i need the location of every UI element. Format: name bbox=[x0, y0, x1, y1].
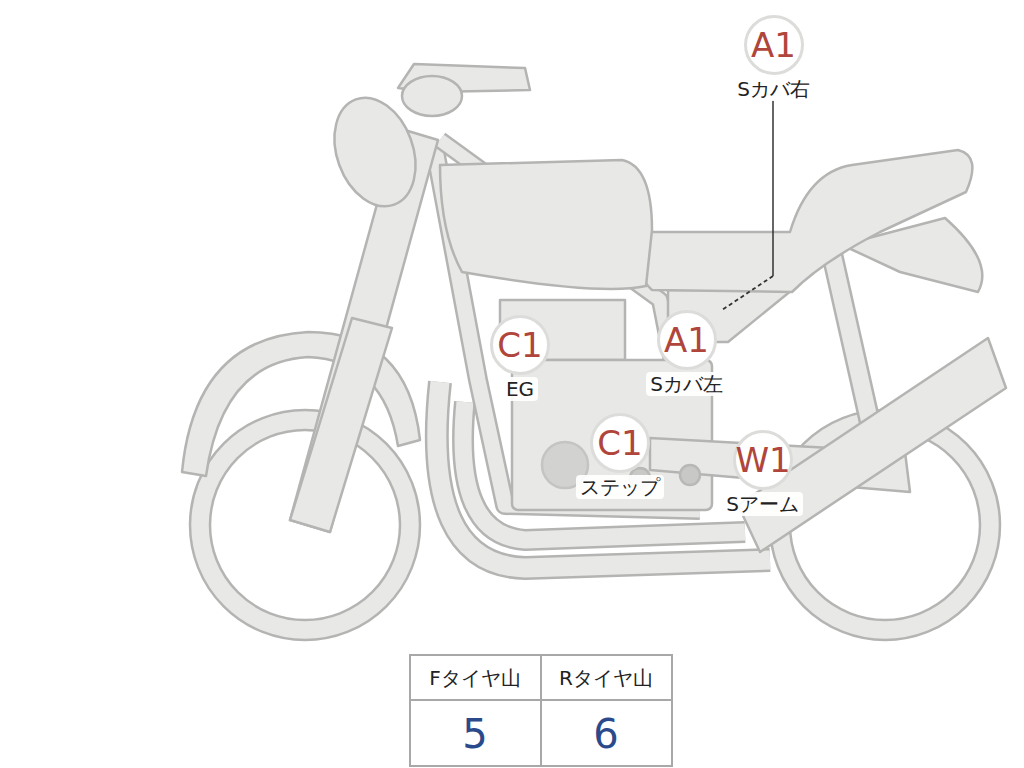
table-header: Rタイヤ山 bbox=[559, 665, 653, 692]
callout-a1: A1Sカバ左 bbox=[644, 310, 729, 396]
callout-c1: C1EG bbox=[488, 315, 552, 401]
part-name: Sアーム bbox=[722, 492, 803, 516]
part-name: Sカバ左 bbox=[646, 372, 727, 396]
part-name: EG bbox=[502, 377, 538, 401]
callout-code: A1 bbox=[657, 310, 717, 370]
table-value: 6 bbox=[593, 711, 618, 757]
fuel-tank bbox=[440, 160, 652, 289]
tread-table bbox=[410, 655, 672, 766]
callout-code: C1 bbox=[490, 315, 550, 375]
callout-a1: A1Sカバ右 bbox=[731, 15, 816, 101]
headlight bbox=[320, 86, 430, 217]
callout-code: C1 bbox=[590, 413, 650, 473]
table-header: Fタイヤ山 bbox=[429, 665, 521, 692]
part-name: Sカバ右 bbox=[733, 77, 814, 101]
footpeg bbox=[680, 465, 700, 485]
callout-code: W1 bbox=[733, 430, 793, 490]
callout-c1: C1ステップ bbox=[574, 413, 666, 499]
table-value: 5 bbox=[462, 711, 487, 757]
fork-slider bbox=[290, 318, 392, 532]
part-name: ステップ bbox=[576, 475, 664, 499]
headlight-mount bbox=[402, 76, 462, 116]
callout-w1: W1Sアーム bbox=[720, 430, 805, 516]
leader-line bbox=[722, 276, 773, 310]
seat bbox=[637, 150, 973, 292]
leader-line bbox=[772, 100, 774, 276]
callout-code: A1 bbox=[744, 15, 804, 75]
